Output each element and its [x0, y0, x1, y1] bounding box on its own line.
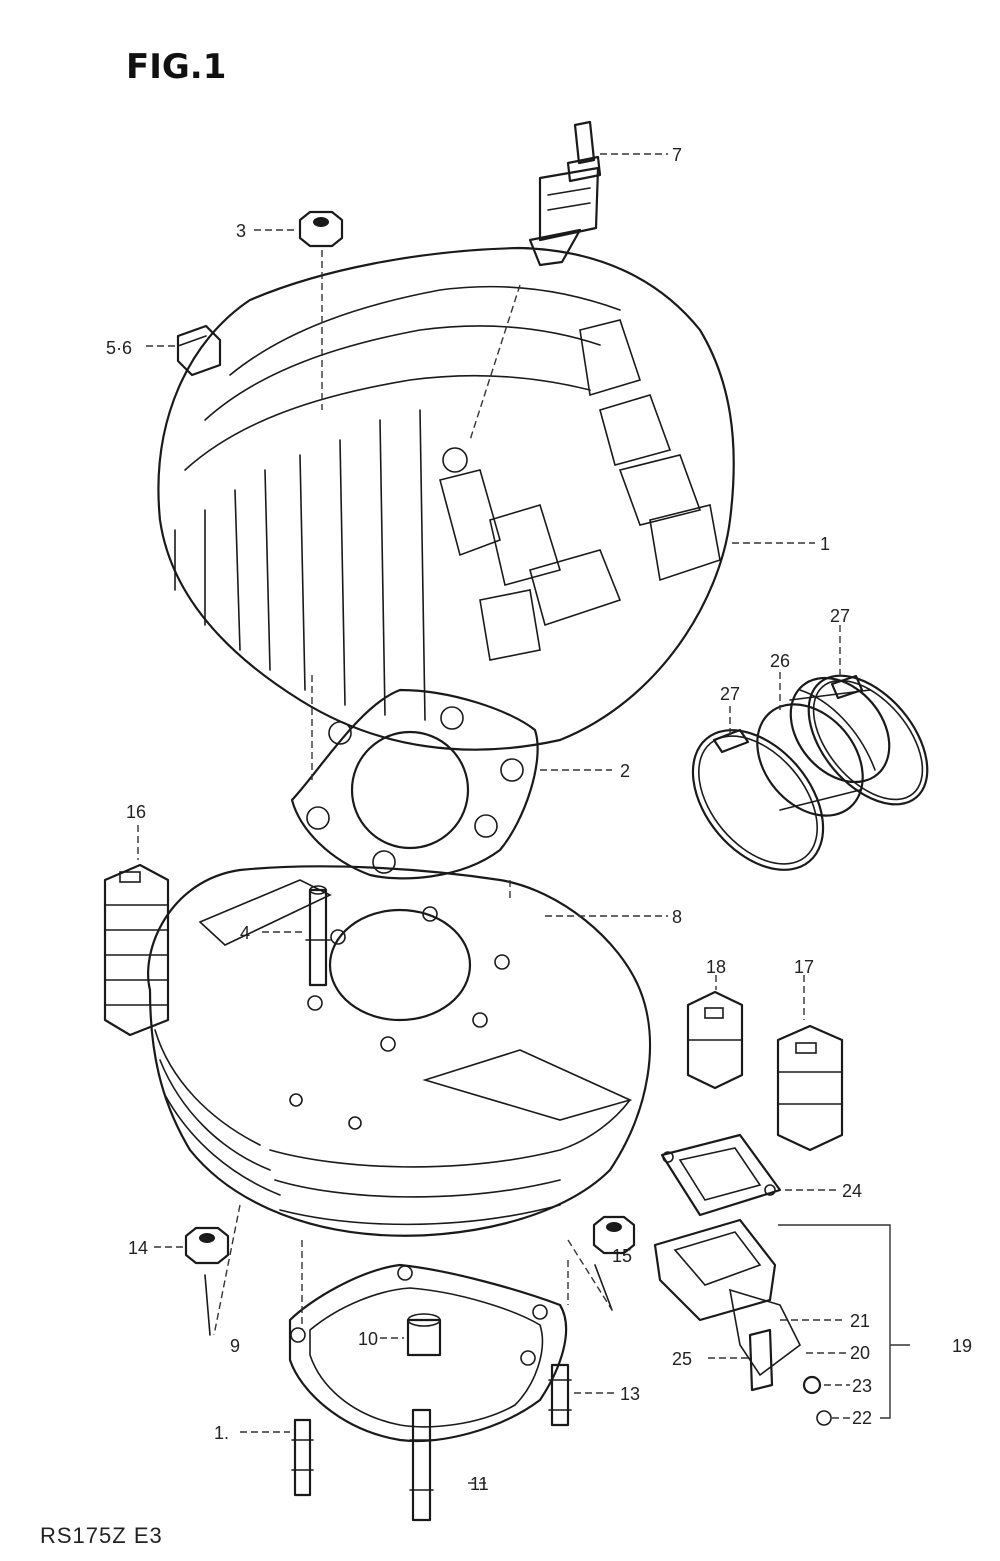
cylinder: 8	[147, 865, 682, 1237]
intake-clamp-left: 27	[691, 684, 825, 871]
callout-27-right: 27	[830, 606, 850, 626]
callout-1: 1	[820, 534, 830, 554]
stud-bolt-left: 1.	[214, 1418, 314, 1497]
stud-bolt-center	[409, 1408, 434, 1522]
callout-12: 1.	[214, 1423, 229, 1443]
spark-plug: 7	[469, 120, 682, 441]
cap-stack-18: 18	[686, 957, 744, 1090]
callout-2: 2	[620, 761, 630, 781]
callout-11: 11	[470, 1474, 489, 1494]
cap-stack-16: 16	[103, 802, 170, 1037]
callout-26: 26	[770, 651, 790, 671]
callout-5-6: 5·6	[106, 338, 132, 358]
callout-4: 4	[240, 923, 250, 943]
model-code: RS175Z E3	[40, 1523, 163, 1548]
grommet: 5·6	[106, 324, 222, 377]
callout-20: 20	[850, 1343, 870, 1363]
callout-22: 22	[852, 1408, 872, 1428]
reed-valve-gasket: 24	[660, 1133, 862, 1217]
callout-23: 23	[852, 1376, 872, 1396]
stud-leaders: 9	[204, 1204, 613, 1356]
cylinder-nut-left: 14	[128, 1226, 230, 1265]
callout-27-left: 27	[720, 684, 740, 704]
cap-stack-17: 17	[776, 957, 844, 1152]
stud-bolt-head: 4	[240, 885, 331, 987]
reed-valve-assembly: 15 21 20 25 23 22 19	[612, 1218, 972, 1428]
callout-16: 16	[126, 802, 146, 822]
stud-bolt-right: 13	[548, 1363, 640, 1427]
callout-17: 17	[794, 957, 814, 977]
callout-14: 14	[128, 1238, 148, 1258]
callout-3: 3	[236, 221, 246, 241]
head-nut: 3	[236, 210, 344, 410]
figure-title: FIG.1	[126, 47, 226, 87]
callout-8: 8	[672, 907, 682, 927]
callout-24: 24	[842, 1181, 862, 1201]
callout-13: 13	[620, 1384, 640, 1404]
callout-18: 18	[706, 957, 726, 977]
head-gasket: 2	[290, 675, 630, 880]
callout-19: 19	[952, 1336, 972, 1356]
cylinder-head: 1	[157, 246, 830, 751]
callout-9: 9	[230, 1336, 240, 1356]
dowel-pin: 10	[358, 1313, 442, 1357]
callout-10: 10	[358, 1329, 378, 1349]
intake-clamp-right: 27	[807, 606, 929, 806]
callout-25: 25	[672, 1349, 692, 1369]
callout-7: 7	[672, 145, 682, 165]
base-gasket: 11	[288, 1240, 569, 1494]
cylinder-nut-right	[592, 1215, 636, 1255]
callout-21: 21	[850, 1311, 870, 1331]
intake-pipe: 26	[756, 651, 891, 817]
